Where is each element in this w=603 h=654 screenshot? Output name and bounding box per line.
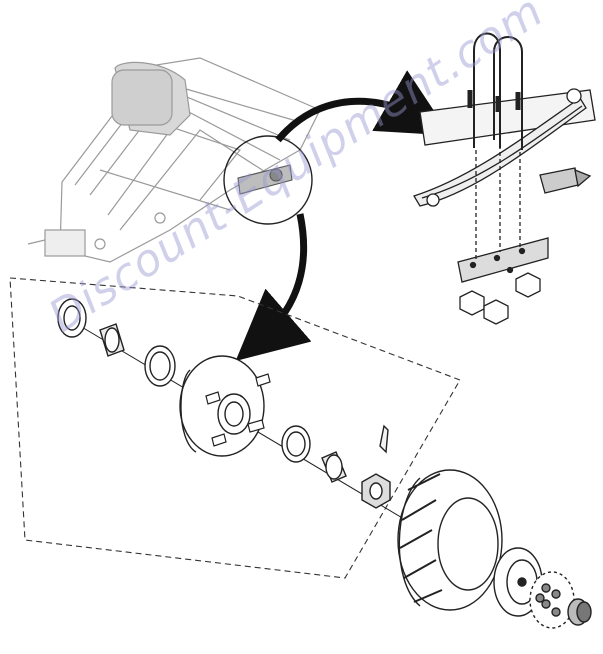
lug-nut	[535, 583, 561, 617]
hub-assembly	[57, 298, 541, 601]
leaf-spring	[413, 97, 587, 207]
exploded-view-border	[9, 277, 461, 579]
arrow-to-hub	[235, 213, 312, 361]
tire	[397, 469, 503, 611]
u-bolt	[467, 32, 523, 150]
dust-cap	[567, 598, 592, 626]
spring-plate	[457, 237, 549, 283]
spring-assembly	[413, 32, 596, 325]
cotter-pin	[379, 424, 389, 454]
axle-tube	[419, 89, 596, 146]
lock-nut	[459, 272, 541, 325]
trailer-frame	[27, 57, 321, 263]
wheel-assembly	[397, 469, 592, 629]
wheel-stud	[205, 373, 271, 447]
magnifier-circle	[223, 135, 313, 225]
arrow-to-spring	[275, 70, 451, 143]
